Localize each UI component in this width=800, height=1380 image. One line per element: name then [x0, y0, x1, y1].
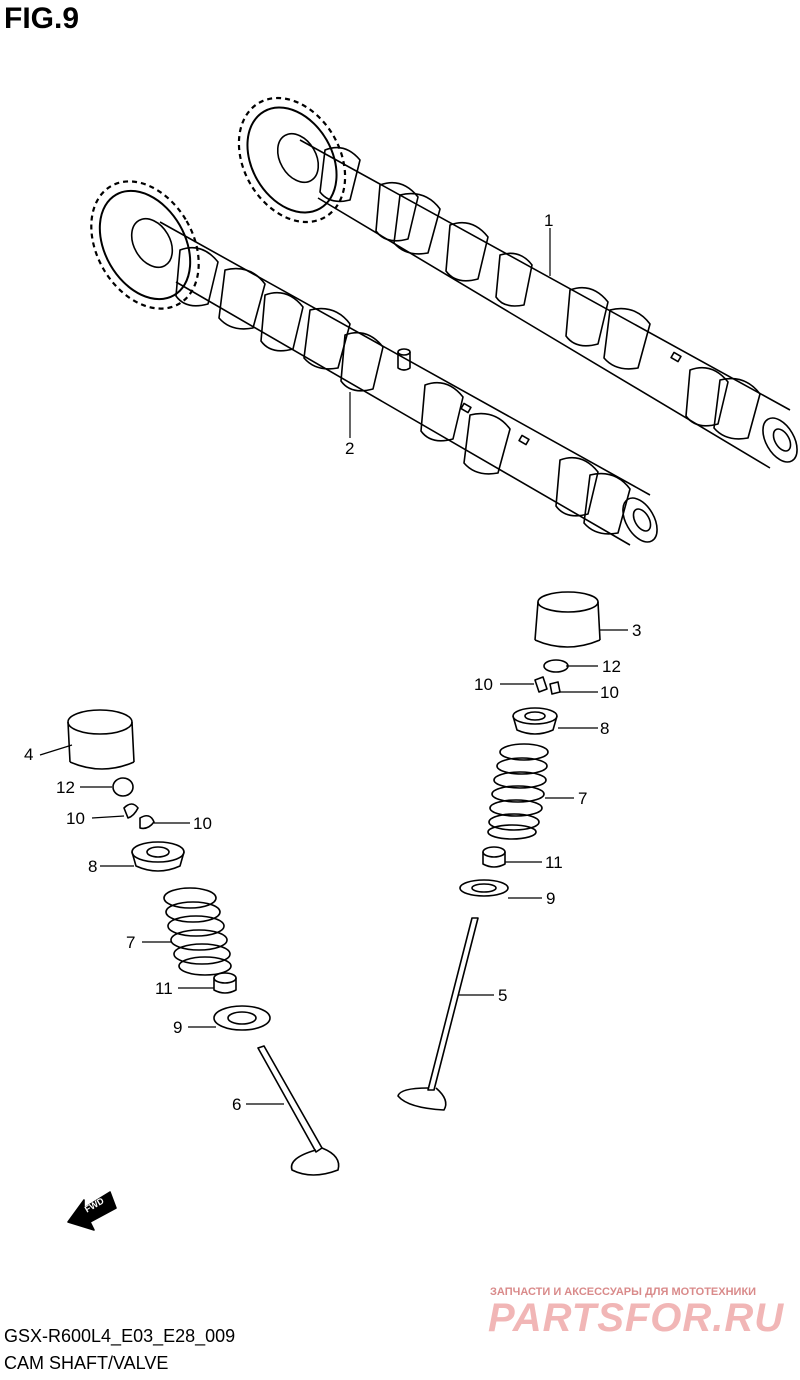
callout-7-right: 7	[578, 789, 588, 808]
retainer-8-left	[131, 841, 185, 872]
tappet-3	[534, 591, 601, 648]
callout-4: 4	[24, 745, 34, 764]
callout-11-right: 11	[545, 853, 563, 872]
callout-10-a: 10	[474, 675, 493, 694]
callout-9-left: 9	[173, 1018, 183, 1037]
retainer-8-right	[512, 707, 558, 735]
figure-title: FIG.9	[4, 2, 80, 35]
shim-12-right	[543, 659, 569, 673]
callout-1: 1	[544, 211, 554, 230]
fwd-arrow	[67, 1191, 117, 1231]
cotter-10-d	[139, 814, 155, 830]
seal-11-left	[213, 972, 237, 994]
watermark-tagline: ЗАПЧАСТИ И АКСЕССУАРЫ ДЛЯ МОТОТЕХНИКИ	[490, 1286, 757, 1298]
cotter-10-b	[549, 681, 561, 695]
callout-2: 2	[345, 439, 355, 458]
callout-10-b: 10	[600, 683, 619, 702]
callout-12-right: 12	[602, 657, 621, 676]
callout-6: 6	[232, 1095, 242, 1114]
camshaft-2	[90, 180, 658, 546]
cotter-10-c	[123, 803, 139, 819]
valve-5	[397, 917, 479, 1111]
camshaft-1	[237, 96, 798, 469]
spring-7-right	[487, 743, 549, 840]
spring-seat-9-left	[213, 1005, 271, 1031]
callout-8-left: 8	[88, 857, 98, 876]
watermark-logo: PARTSFOR.RU	[488, 1296, 785, 1340]
seal-11-right	[482, 846, 506, 868]
callout-10-c: 10	[66, 809, 85, 828]
callout-3: 3	[632, 621, 642, 640]
shim-12-left	[112, 777, 134, 797]
callout-9-right: 9	[546, 889, 556, 908]
valve-6	[257, 1045, 340, 1176]
leader-lines	[39, 228, 628, 1105]
figure-name: CAM SHAFT/VALVE	[4, 1353, 169, 1373]
cotter-10-a	[534, 676, 548, 693]
callout-8-right: 8	[600, 719, 610, 738]
callout-10-d: 10	[193, 814, 212, 833]
callout-7-left: 7	[126, 933, 136, 952]
callout-12-left: 12	[56, 778, 75, 797]
figure-code: GSX-R600L4_E03_E28_009	[4, 1326, 236, 1346]
spring-7-left	[163, 887, 232, 976]
callout-5: 5	[498, 986, 508, 1005]
spring-seat-9-right	[459, 879, 509, 897]
callout-11-left: 11	[155, 979, 173, 998]
tappet-4	[67, 709, 135, 770]
